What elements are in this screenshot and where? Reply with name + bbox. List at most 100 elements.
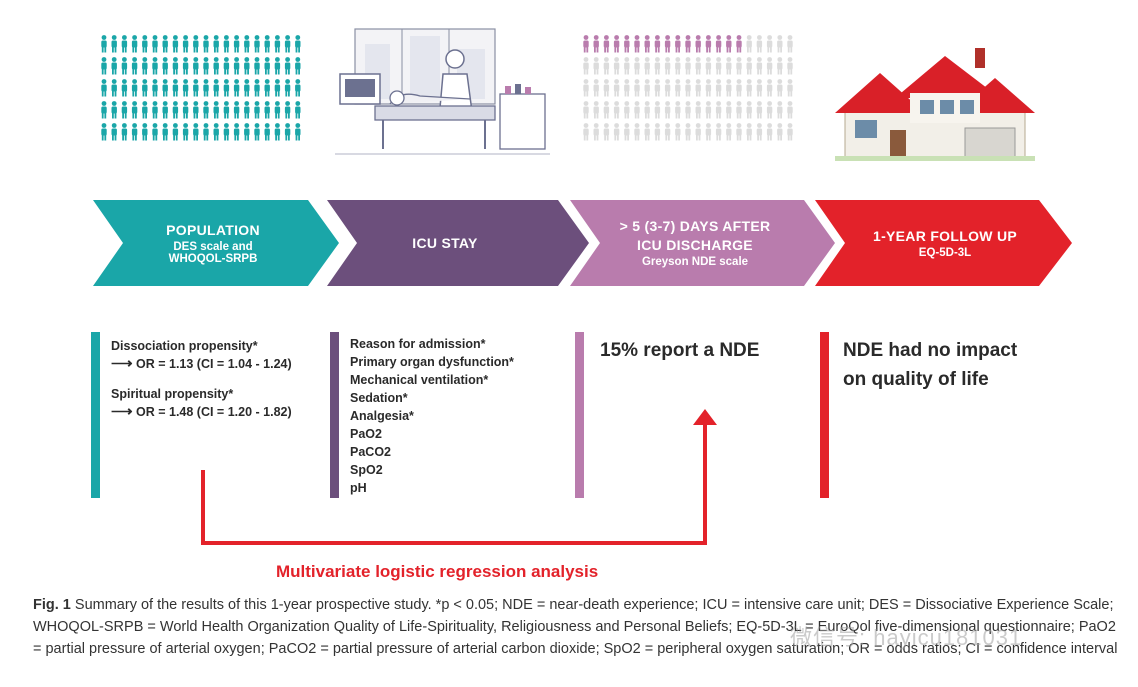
person-icon bbox=[736, 35, 742, 53]
person-icon bbox=[284, 123, 291, 141]
person-icon bbox=[152, 35, 158, 53]
person-icon bbox=[182, 79, 189, 97]
person-icon bbox=[705, 101, 712, 119]
person-icon bbox=[203, 35, 209, 53]
person-icon bbox=[131, 79, 138, 97]
person-icon bbox=[603, 79, 610, 97]
person-icon bbox=[244, 57, 250, 75]
figure-caption: Fig. 1 Summary of the results of this 1-… bbox=[33, 594, 1123, 660]
person-icon bbox=[162, 79, 168, 97]
person-icon bbox=[756, 57, 763, 75]
person-icon bbox=[193, 101, 199, 119]
icu-variable-item: Mechanical ventilation* bbox=[350, 373, 489, 387]
person-icon bbox=[233, 57, 240, 75]
person-icon bbox=[593, 57, 599, 75]
person-icon bbox=[654, 101, 661, 119]
person-icon bbox=[766, 57, 773, 75]
spiritual-or: ⟶ OR = 1.48 (CI = 1.20 - 1.82) bbox=[111, 403, 292, 420]
stage-icu-label: ICU STAY bbox=[360, 200, 530, 286]
stage-subtitle: DES scale and bbox=[173, 240, 253, 253]
person-icon bbox=[726, 123, 732, 141]
person-icon bbox=[583, 101, 589, 119]
person-icon bbox=[213, 35, 219, 53]
person-icon bbox=[756, 35, 763, 53]
person-icon bbox=[152, 57, 158, 75]
icu-variable-item: Analgesia* bbox=[350, 409, 414, 423]
person-icon bbox=[766, 123, 773, 141]
person-icon bbox=[111, 101, 117, 119]
person-icon bbox=[756, 101, 763, 119]
person-icon bbox=[756, 79, 763, 97]
person-icon bbox=[715, 123, 722, 141]
person-icon bbox=[685, 123, 691, 141]
nde-result: 15% report a NDE bbox=[600, 340, 760, 361]
person-icon bbox=[172, 57, 179, 75]
person-icon bbox=[172, 101, 179, 119]
person-icon bbox=[726, 57, 732, 75]
person-icon bbox=[715, 57, 722, 75]
person-icon bbox=[777, 57, 783, 75]
person-icon bbox=[787, 35, 793, 53]
stage-subtitle: Greyson NDE scale bbox=[641, 256, 749, 268]
person-icon bbox=[685, 35, 691, 53]
person-icon bbox=[675, 79, 681, 97]
nde-people-icon bbox=[583, 35, 793, 141]
stage-subtitle: EQ-5D-3L bbox=[918, 246, 972, 259]
person-icon bbox=[675, 101, 681, 119]
house-icon bbox=[835, 48, 1035, 161]
stage-arrows bbox=[93, 200, 1072, 286]
icu-variable-item: SpO2 bbox=[350, 463, 383, 477]
population-bar bbox=[91, 332, 100, 498]
person-icon bbox=[787, 101, 793, 119]
person-icon bbox=[172, 79, 179, 97]
person-icon bbox=[675, 57, 681, 75]
person-icon bbox=[131, 35, 138, 53]
person-icon bbox=[131, 101, 138, 119]
person-icon bbox=[264, 35, 270, 53]
person-icon bbox=[695, 123, 701, 141]
person-icon bbox=[182, 57, 189, 75]
person-icon bbox=[613, 123, 620, 141]
person-icon bbox=[121, 57, 128, 75]
person-icon bbox=[254, 79, 260, 97]
person-icon bbox=[213, 101, 219, 119]
person-icon bbox=[583, 35, 589, 53]
person-icon bbox=[213, 57, 219, 75]
person-icon bbox=[644, 101, 650, 119]
person-icon bbox=[766, 101, 773, 119]
person-icon bbox=[583, 123, 589, 141]
person-icon bbox=[131, 57, 138, 75]
person-icon bbox=[583, 57, 589, 75]
person-icon bbox=[624, 57, 630, 75]
person-icon bbox=[644, 79, 650, 97]
icu-variable-item: PaO2 bbox=[350, 427, 382, 441]
person-icon bbox=[152, 123, 158, 141]
person-icon bbox=[101, 79, 107, 97]
person-icon bbox=[664, 57, 671, 75]
followup-result-line2: on quality of life bbox=[843, 369, 989, 390]
stage-nde-label: > 5 (3-7) DAYS AFTER ICU DISCHARGE Greys… bbox=[600, 200, 790, 286]
stage-title-line2: ICU DISCHARGE bbox=[637, 237, 753, 253]
stage-population-label: POPULATION DES scale and WHOQOL-SRPB bbox=[128, 200, 298, 286]
person-icon bbox=[685, 79, 691, 97]
person-icon bbox=[593, 101, 599, 119]
person-icon bbox=[746, 57, 752, 75]
population-people-icon bbox=[101, 35, 301, 141]
person-icon bbox=[624, 101, 630, 119]
person-icon bbox=[613, 57, 620, 75]
icu-variable-item: Sedation* bbox=[350, 391, 408, 405]
person-icon bbox=[223, 57, 230, 75]
person-icon bbox=[634, 35, 640, 53]
person-icon bbox=[295, 123, 301, 141]
person-icon bbox=[203, 57, 209, 75]
person-icon bbox=[726, 35, 732, 53]
person-icon bbox=[223, 123, 230, 141]
caption-text: Summary of the results of this 1-year pr… bbox=[33, 597, 1118, 657]
person-icon bbox=[182, 35, 189, 53]
person-icon bbox=[254, 35, 260, 53]
icu-variable-item: PaCO2 bbox=[350, 445, 391, 459]
arrow-followup bbox=[815, 200, 1072, 286]
person-icon bbox=[593, 35, 599, 53]
person-icon bbox=[284, 57, 291, 75]
person-icon bbox=[101, 101, 107, 119]
